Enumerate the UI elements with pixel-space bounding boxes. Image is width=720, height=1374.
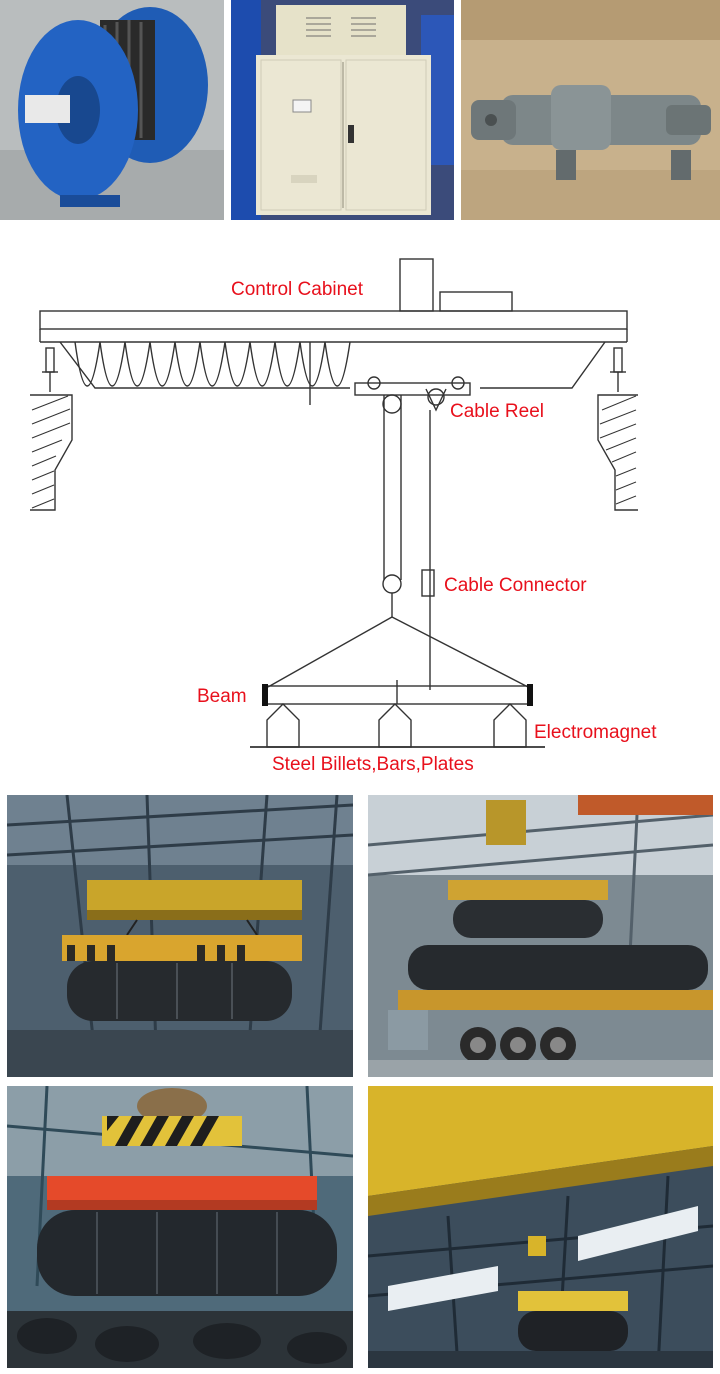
- lifting-magnet-coils-photo-1: [7, 795, 353, 1077]
- crane-system-diagram: Control Cabinet Cable Reel Cable Connect…: [30, 258, 657, 775]
- control-cabinet-photo: [231, 0, 454, 220]
- label-cable-connector: Cable Connector: [444, 575, 587, 596]
- festoon-cable: [74, 341, 351, 387]
- cable-connector-photo: [461, 0, 720, 220]
- label-cable-reel: Cable Reel: [450, 401, 544, 422]
- lifting-magnet-coils-photo-2: [7, 1086, 353, 1368]
- crane-magnet-photo: [368, 1086, 713, 1368]
- truck-coils-photo: [368, 795, 713, 1077]
- cable-reel-photo: [0, 0, 224, 220]
- label-beam: Beam: [197, 686, 247, 707]
- label-load: Steel Billets,Bars,Plates: [272, 754, 474, 775]
- electromagnet-left: [266, 703, 300, 748]
- cabinet-small-box: [439, 291, 513, 312]
- trolley: [354, 382, 471, 396]
- electromagnet-right: [493, 703, 527, 748]
- label-control-cabinet: Control Cabinet: [231, 279, 364, 300]
- cable-reel-drum: [427, 388, 445, 406]
- control-cabinet-box: [399, 258, 434, 312]
- electromagnet-middle: [378, 703, 412, 748]
- spreader-beam: [264, 685, 532, 705]
- crane-girder: [39, 310, 628, 330]
- left-wall: [30, 394, 73, 511]
- right-wall: [597, 394, 638, 511]
- label-electromagnet: Electromagnet: [534, 722, 657, 743]
- cable-connector-box: [421, 569, 435, 597]
